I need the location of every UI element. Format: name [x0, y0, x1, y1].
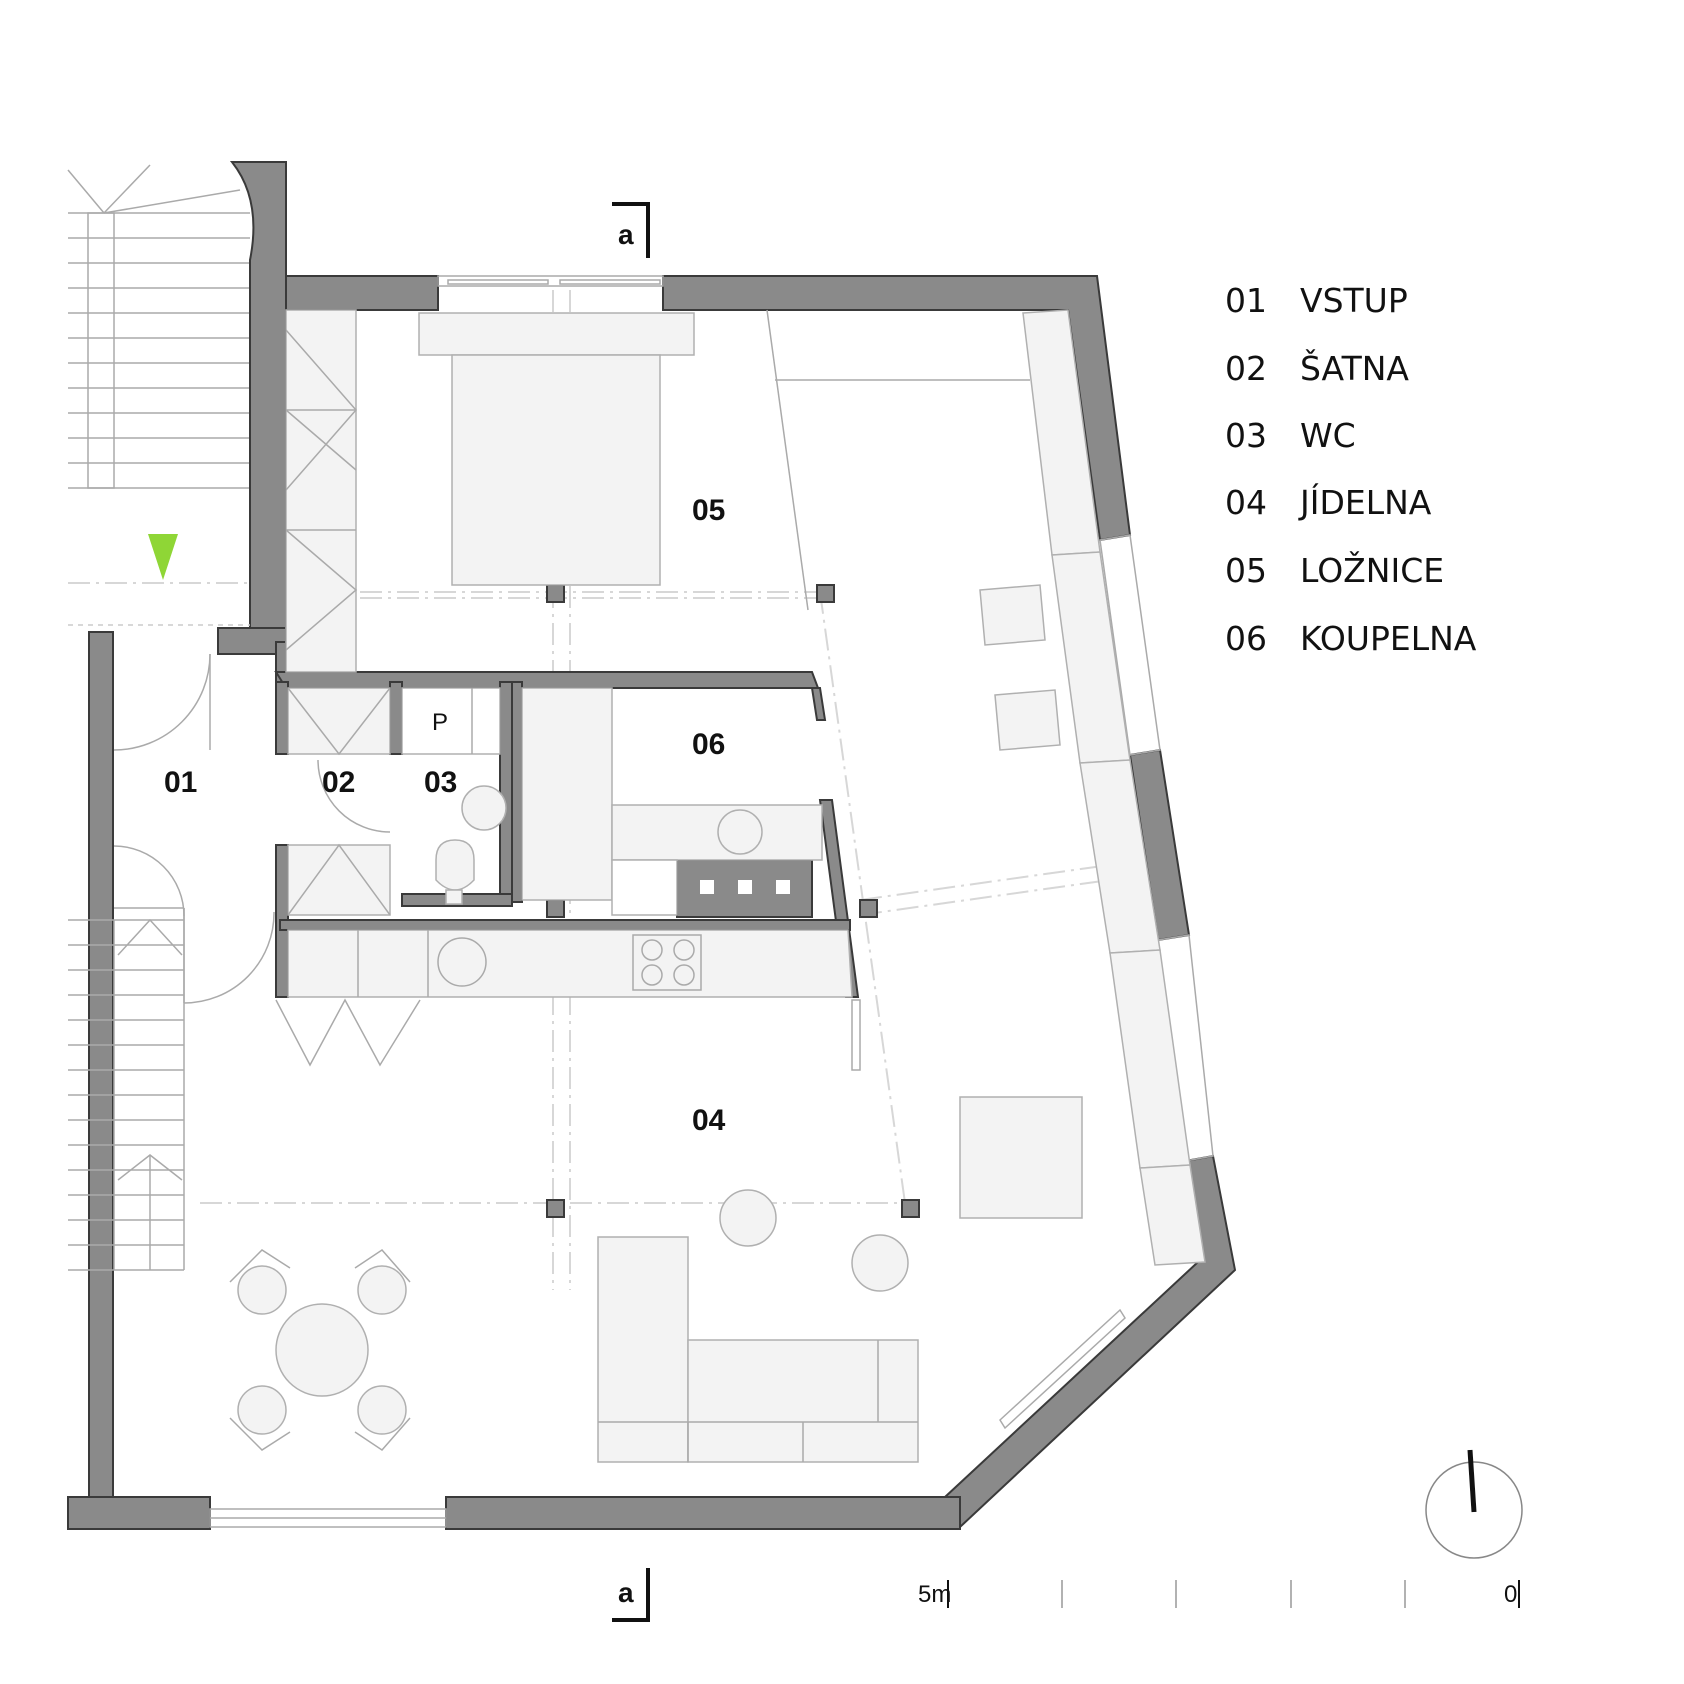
- living-room-furniture: [229, 1096, 1083, 1463]
- room-label-06: 06: [692, 728, 725, 761]
- legend-name-03: WC: [1300, 416, 1356, 455]
- legend-num-01: 01: [1225, 281, 1267, 320]
- room-label-04: 04: [692, 1104, 726, 1137]
- wardrobe-and-wc: [287, 687, 507, 916]
- internal-staircase: [68, 908, 185, 1271]
- legend-num-02: 02: [1225, 349, 1267, 388]
- legend-num-03: 03: [1225, 416, 1267, 455]
- legend-name-02: ŠATNA: [1300, 348, 1409, 388]
- kitchen-counter: [275, 929, 861, 1071]
- bathroom-furniture: [521, 687, 823, 916]
- legend: 01 VSTUP 02 ŠATNA 03 WC 04 JÍDELNA 05 LO…: [1225, 281, 1477, 658]
- external-staircase: [67, 161, 287, 641]
- bedroom-furniture: [285, 309, 1206, 1266]
- section-marker-bottom: a: [612, 1568, 650, 1622]
- wc-label: P: [432, 709, 448, 736]
- legend-num-06: 06: [1225, 619, 1267, 658]
- section-marker-top: a: [612, 202, 650, 258]
- entry-doors: [113, 653, 275, 1004]
- section-label-bottom: a: [618, 1577, 634, 1608]
- room-label-05: 05: [692, 494, 725, 527]
- columns: [546, 584, 920, 1218]
- legend-name-04: JÍDELNA: [1298, 482, 1432, 522]
- north-arrow-icon: [1425, 1449, 1523, 1559]
- scale-label-end: 0: [1504, 1581, 1517, 1608]
- legend-name-05: LOŽNICE: [1300, 550, 1444, 590]
- scale-bar: 5m 0: [918, 1580, 1520, 1608]
- legend-name-01: VSTUP: [1300, 281, 1408, 320]
- entry-arrow-icon: [148, 534, 178, 580]
- legend-name-06: KOUPELNA: [1300, 619, 1477, 658]
- legend-num-04: 04: [1225, 483, 1267, 522]
- outer-walls: [67, 275, 1237, 1530]
- section-label-top: a: [618, 219, 634, 250]
- room-label-01: 01: [164, 766, 197, 799]
- room-label-03: 03: [424, 766, 457, 799]
- room-label-02: 02: [322, 766, 355, 799]
- legend-num-05: 05: [1225, 551, 1267, 590]
- scale-label-start: 5m: [918, 1581, 951, 1608]
